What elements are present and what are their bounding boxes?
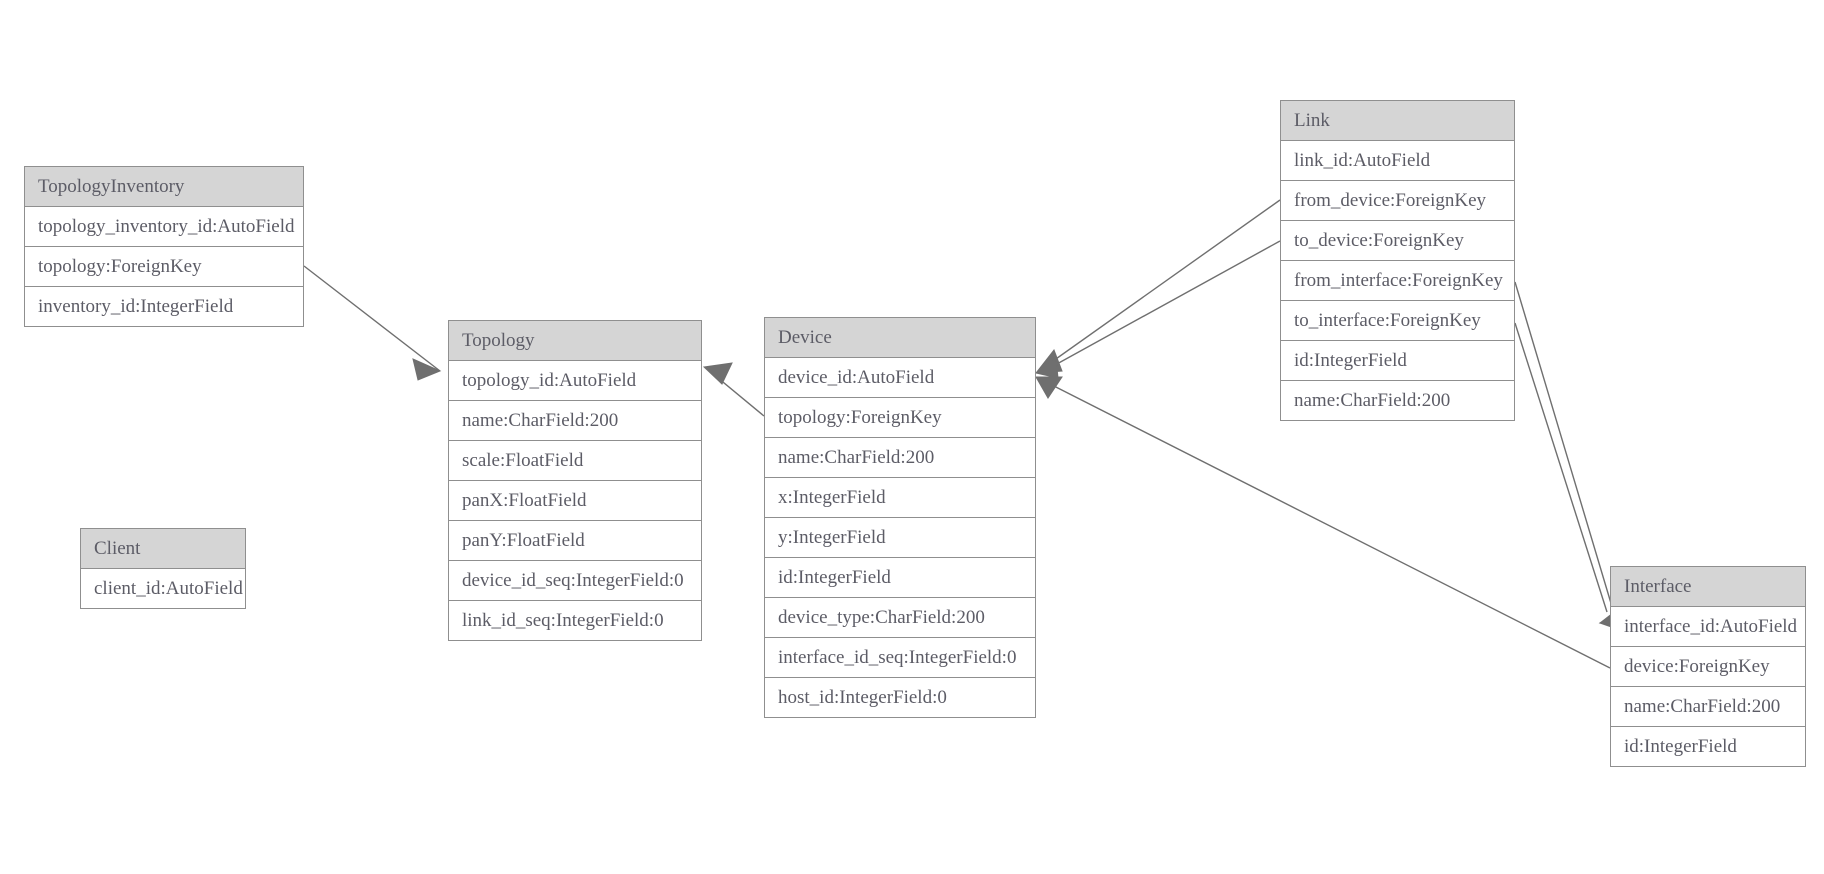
entity-field-row: name:CharField:200 (1281, 381, 1514, 421)
entity-field-row: device_id_seq:IntegerField:0 (449, 561, 701, 601)
relation-arrowhead (702, 362, 733, 385)
relation-arrowhead (1034, 348, 1063, 374)
entity-field-row: panY:FloatField (449, 521, 701, 561)
entity-field-row: name:CharField:200 (765, 438, 1035, 478)
relation-topologyinventory-to-topology (303, 265, 442, 381)
entity-field-row: device:ForeignKey (1611, 647, 1805, 687)
entity-field-row: scale:FloatField (449, 441, 701, 481)
entity-title-client: Client (81, 529, 245, 569)
relation-line (1045, 381, 1611, 669)
relation-line (1514, 322, 1608, 613)
entity-field-row: inventory_id:IntegerField (25, 287, 303, 327)
entity-title-interface: Interface (1611, 567, 1805, 607)
entity-field-row: device_type:CharField:200 (765, 598, 1035, 638)
entity-field-row: id:IntegerField (765, 558, 1035, 598)
entity-field-row: client_id:AutoField (81, 569, 245, 609)
entity-field-row: panX:FloatField (449, 481, 701, 521)
entity-field-row: id:IntegerField (1281, 341, 1514, 381)
entity-field-row: from_device:ForeignKey (1281, 181, 1514, 221)
entity-field-row: topology_inventory_id:AutoField (25, 207, 303, 247)
relation-topology-to-device (702, 362, 765, 417)
entity-field-row: device_id:AutoField (765, 358, 1035, 398)
entity-field-row: from_interface:ForeignKey (1281, 261, 1514, 301)
entity-field-row: name:CharField:200 (449, 401, 701, 441)
entity-field-row: interface_id_seq:IntegerField:0 (765, 638, 1035, 678)
relation-line (303, 265, 441, 372)
entity-title-link: Link (1281, 101, 1514, 141)
entity-field-row: topology:ForeignKey (25, 247, 303, 287)
entity-field-row: interface_id:AutoField (1611, 607, 1805, 647)
entity-field-row: y:IntegerField (765, 518, 1035, 558)
relation-arrowhead (412, 358, 442, 381)
relation-line (1045, 199, 1281, 367)
entity-field-row: link_id:AutoField (1281, 141, 1514, 181)
relation-line (711, 372, 765, 417)
entity-field-row: to_interface:ForeignKey (1281, 301, 1514, 341)
relation-arrowhead (1035, 376, 1063, 399)
entity-field-row: link_id_seq:IntegerField:0 (449, 601, 701, 641)
relation-line (1514, 281, 1614, 611)
relation-link-to_device-to-device (1034, 240, 1281, 379)
relation-arrowhead (1034, 357, 1059, 379)
entity-field-row: x:IntegerField (765, 478, 1035, 518)
entity-field-row: name:CharField:200 (1611, 687, 1805, 727)
entity-title-device: Device (765, 318, 1035, 358)
entity-field-row: to_device:ForeignKey (1281, 221, 1514, 261)
relation-link-from_device-to-device (1034, 199, 1281, 374)
entity-title-topology_inventory: TopologyInventory (25, 167, 303, 207)
entity-field-row: topology_id:AutoField (449, 361, 701, 401)
entity-title-topology: Topology (449, 321, 701, 361)
entity-field-row: topology:ForeignKey (765, 398, 1035, 438)
entity-field-row: id:IntegerField (1611, 727, 1805, 767)
relation-line (1045, 240, 1281, 371)
entity-field-row: host_id:IntegerField:0 (765, 678, 1035, 718)
